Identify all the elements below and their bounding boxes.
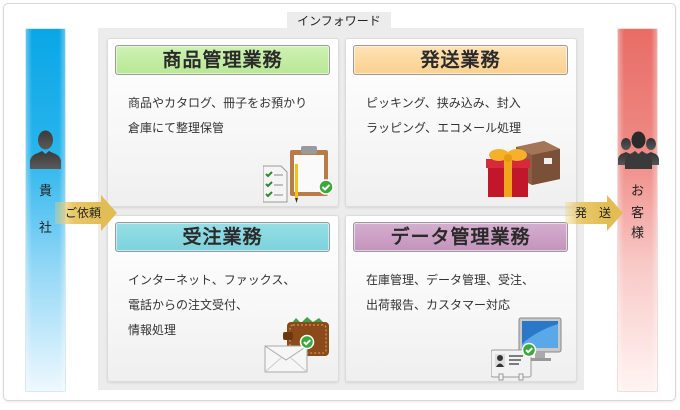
card-data-management: データ管理業務 在庫管理、データ管理、受注、 出荷報告、カスタマー対応 [345, 215, 577, 382]
card-description: ピッキング、挟み込み、封入 ラッピング、エコメール処理 [366, 96, 522, 135]
infoward-tab-label: インフォワード [287, 12, 391, 29]
card-order-receiving: 受注業務 インターネット、ファックス、 電話からの注文受付、 情報処理 [107, 215, 339, 382]
person-icon [30, 130, 61, 169]
request-arrow-label: ご依頼 [65, 206, 102, 220]
wallet-envelope-icon [264, 317, 329, 373]
group-icon [618, 131, 659, 169]
monitor-contact-card-icon [491, 317, 562, 381]
customer-bar: お 客 様 [617, 28, 659, 392]
shipping-arrow: 発 送 [565, 195, 623, 231]
card-description: 在庫管理、データ管理、受注、 出荷報告、カスタマー対応 [366, 273, 535, 312]
card-product-management: 商品管理業務 商品やカタログ、冊子をお預かり 倉庫にて整理保管 [107, 38, 339, 207]
request-arrow: ご依頼 [55, 195, 117, 231]
card-description: インターネット、ファックス、 電話からの注文受付、 情報処理 [128, 273, 296, 337]
card-title: 受注業務 [115, 222, 330, 252]
card-title: データ管理業務 [353, 222, 568, 252]
client-label-char: 貴 [38, 184, 52, 199]
clipboard-checklist-icon [263, 146, 334, 203]
shipping-arrow-label: 発 送 [575, 206, 612, 220]
card-title: 商品管理業務 [115, 45, 330, 75]
customer-label-char: 客 [630, 206, 644, 221]
card-title: 発送業務 [353, 45, 568, 75]
card-description: 商品やカタログ、冊子をお預かり 倉庫にて整理保管 [128, 96, 308, 135]
card-shipping: 発送業務 ピッキング、挟み込み、封入 ラッピング、エコメール処理 [345, 38, 577, 207]
customer-label-char: 様 [630, 226, 644, 241]
gift-box-package-icon [486, 141, 560, 197]
client-label-char: 社 [38, 221, 52, 236]
customer-label-char: お [630, 184, 644, 199]
